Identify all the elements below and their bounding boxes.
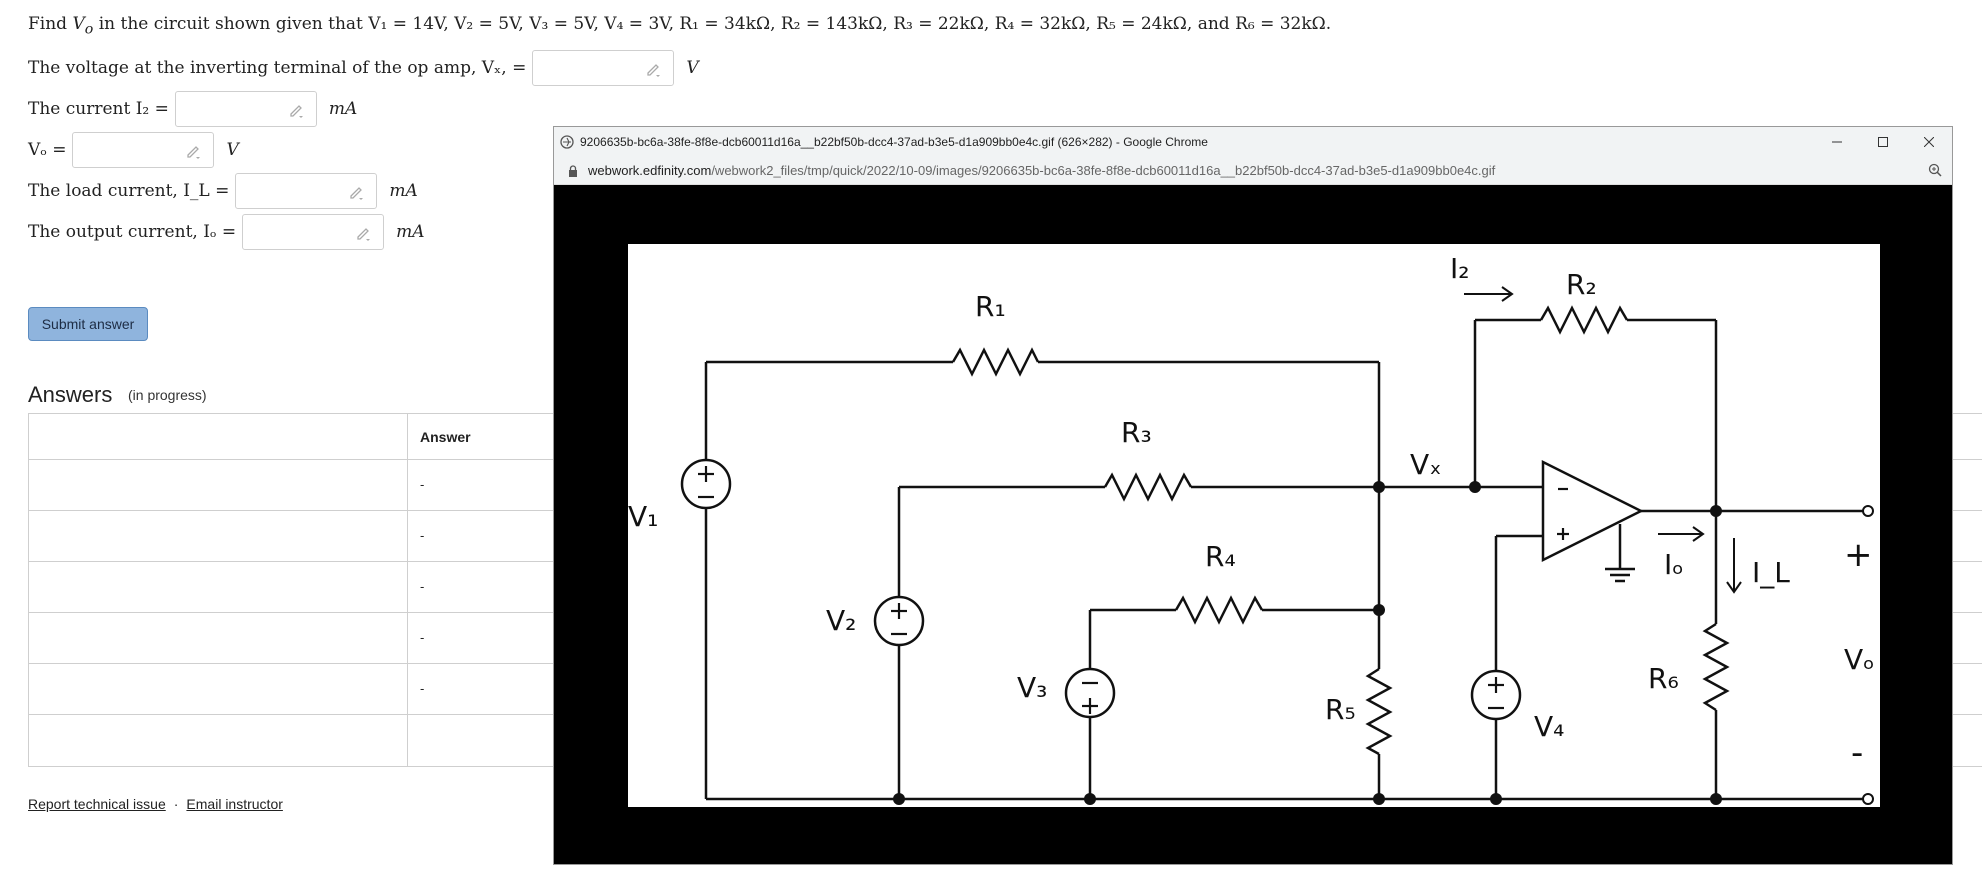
chrome-popup-window[interactable]: 9206635b-bc6a-38fe-8f8e-dcb60011d16a__b2… (553, 126, 1953, 865)
circuit-labels: R₁ R₂ R₃ R₄ R₅ R₆ V₁ V₂ V₃ V₄ I₂ Iₒ I_L … (628, 252, 1875, 773)
pencil-icon[interactable] (288, 101, 306, 119)
question-i2: The current I₂ = mA (28, 91, 357, 127)
vx-answer-input[interactable] (532, 50, 675, 86)
answer-cell: - (420, 630, 425, 645)
unit-label: V (686, 58, 699, 78)
unit-label: V (226, 140, 239, 160)
question-il: The load current, I_L = mA (28, 173, 418, 209)
question-vx: The voltage at the inverting terminal of… (28, 50, 699, 86)
io-label: Iₒ (1664, 548, 1684, 581)
output-minus-label: - (1851, 733, 1863, 773)
i2-label: I₂ (1450, 252, 1469, 285)
question-io: The output current, Iₒ = mA (28, 214, 425, 250)
vo-label: Vₒ (1844, 643, 1875, 676)
question-label: The load current, I_L = (28, 181, 230, 201)
url-text[interactable]: webwork.edfinity.com/webwork2_files/tmp/… (588, 163, 1496, 178)
unit-label: mA (389, 181, 418, 201)
maximize-icon (1878, 137, 1888, 147)
report-issue-link[interactable]: Report technical issue (28, 796, 166, 812)
answers-title: Answers (28, 382, 113, 407)
window-title: 9206635b-bc6a-38fe-8f8e-dcb60011d16a__b2… (580, 135, 1208, 149)
r3-label: R₃ (1121, 416, 1152, 449)
globe-icon (560, 135, 574, 149)
problem-statement: Find Vo in the circuit shown given that … (28, 14, 1332, 38)
address-bar[interactable]: webwork.edfinity.com/webwork2_files/tmp/… (554, 157, 1952, 185)
pencil-icon[interactable] (185, 142, 203, 160)
v4-label: V₄ (1534, 710, 1564, 743)
v2-label: V₂ (826, 604, 856, 637)
v3-label: V₃ (1017, 671, 1047, 704)
junction-dots (893, 481, 1722, 805)
pencil-icon[interactable] (348, 183, 366, 201)
voltage-sources (680, 458, 1522, 721)
minimize-button[interactable] (1814, 127, 1860, 157)
r5-label: R₅ (1325, 693, 1356, 726)
output-plus-label: + (1844, 535, 1873, 575)
question-label: The current I₂ = (28, 99, 169, 119)
circuit-image: R₁ R₂ R₃ R₄ R₅ R₆ V₁ V₂ V₃ V₄ I₂ Iₒ I_L … (628, 244, 1880, 807)
question-label: The output current, Iₒ = (28, 222, 237, 242)
circuit-diagram: R₁ R₂ R₃ R₄ R₅ R₆ V₁ V₂ V₃ V₄ I₂ Iₒ I_L … (628, 252, 1875, 805)
answer-cell: - (420, 579, 425, 594)
vx-label: Vₓ (1410, 448, 1442, 481)
minimize-icon (1832, 141, 1842, 143)
question-label: The voltage at the inverting terminal of… (28, 58, 527, 78)
question-vo: Vₒ = V (28, 132, 239, 168)
window-titlebar[interactable]: 9206635b-bc6a-38fe-8f8e-dcb60011d16a__b2… (554, 127, 1952, 158)
submit-answer-button[interactable]: Submit answer (28, 307, 148, 341)
answer-column-header: Answer (420, 429, 471, 445)
source-polarity-marks (698, 466, 1569, 714)
io-answer-input[interactable] (242, 214, 385, 250)
answer-cell: - (420, 681, 425, 696)
answers-status: (in progress) (128, 387, 207, 403)
current-arrows (1464, 286, 1742, 594)
vo-answer-input[interactable] (72, 132, 215, 168)
close-button[interactable] (1906, 127, 1952, 157)
footer: Report technical issue·Email instructor (28, 796, 283, 812)
unit-label: mA (396, 222, 425, 242)
r2-label: R₂ (1566, 268, 1597, 301)
answer-cell: - (420, 528, 425, 543)
i2-answer-input[interactable] (174, 91, 317, 127)
question-label: Vₒ = (28, 140, 67, 160)
unit-label: mA (328, 99, 358, 119)
r6-label: R₆ (1648, 662, 1679, 695)
pencil-icon[interactable] (355, 224, 373, 242)
zoom-icon[interactable] (1928, 163, 1942, 177)
v1-label: V₁ (628, 500, 658, 533)
maximize-button[interactable] (1860, 127, 1906, 157)
il-answer-input[interactable] (235, 173, 378, 209)
il-label: I_L (1752, 556, 1790, 589)
email-instructor-link[interactable]: Email instructor (186, 796, 283, 812)
circuit-wires (704, 305, 1868, 801)
answer-cell: - (420, 477, 425, 492)
close-icon (1924, 137, 1934, 147)
lock-icon[interactable] (568, 164, 578, 177)
pencil-icon[interactable] (645, 60, 663, 78)
r4-label: R₄ (1205, 540, 1236, 573)
output-terminals (1862, 505, 1874, 805)
r1-label: R₁ (975, 290, 1006, 323)
given-values: V₁ = 14V, V₂ = 5V, V₃ = 5V, V₄ = 3V, R₁ … (368, 14, 1332, 34)
